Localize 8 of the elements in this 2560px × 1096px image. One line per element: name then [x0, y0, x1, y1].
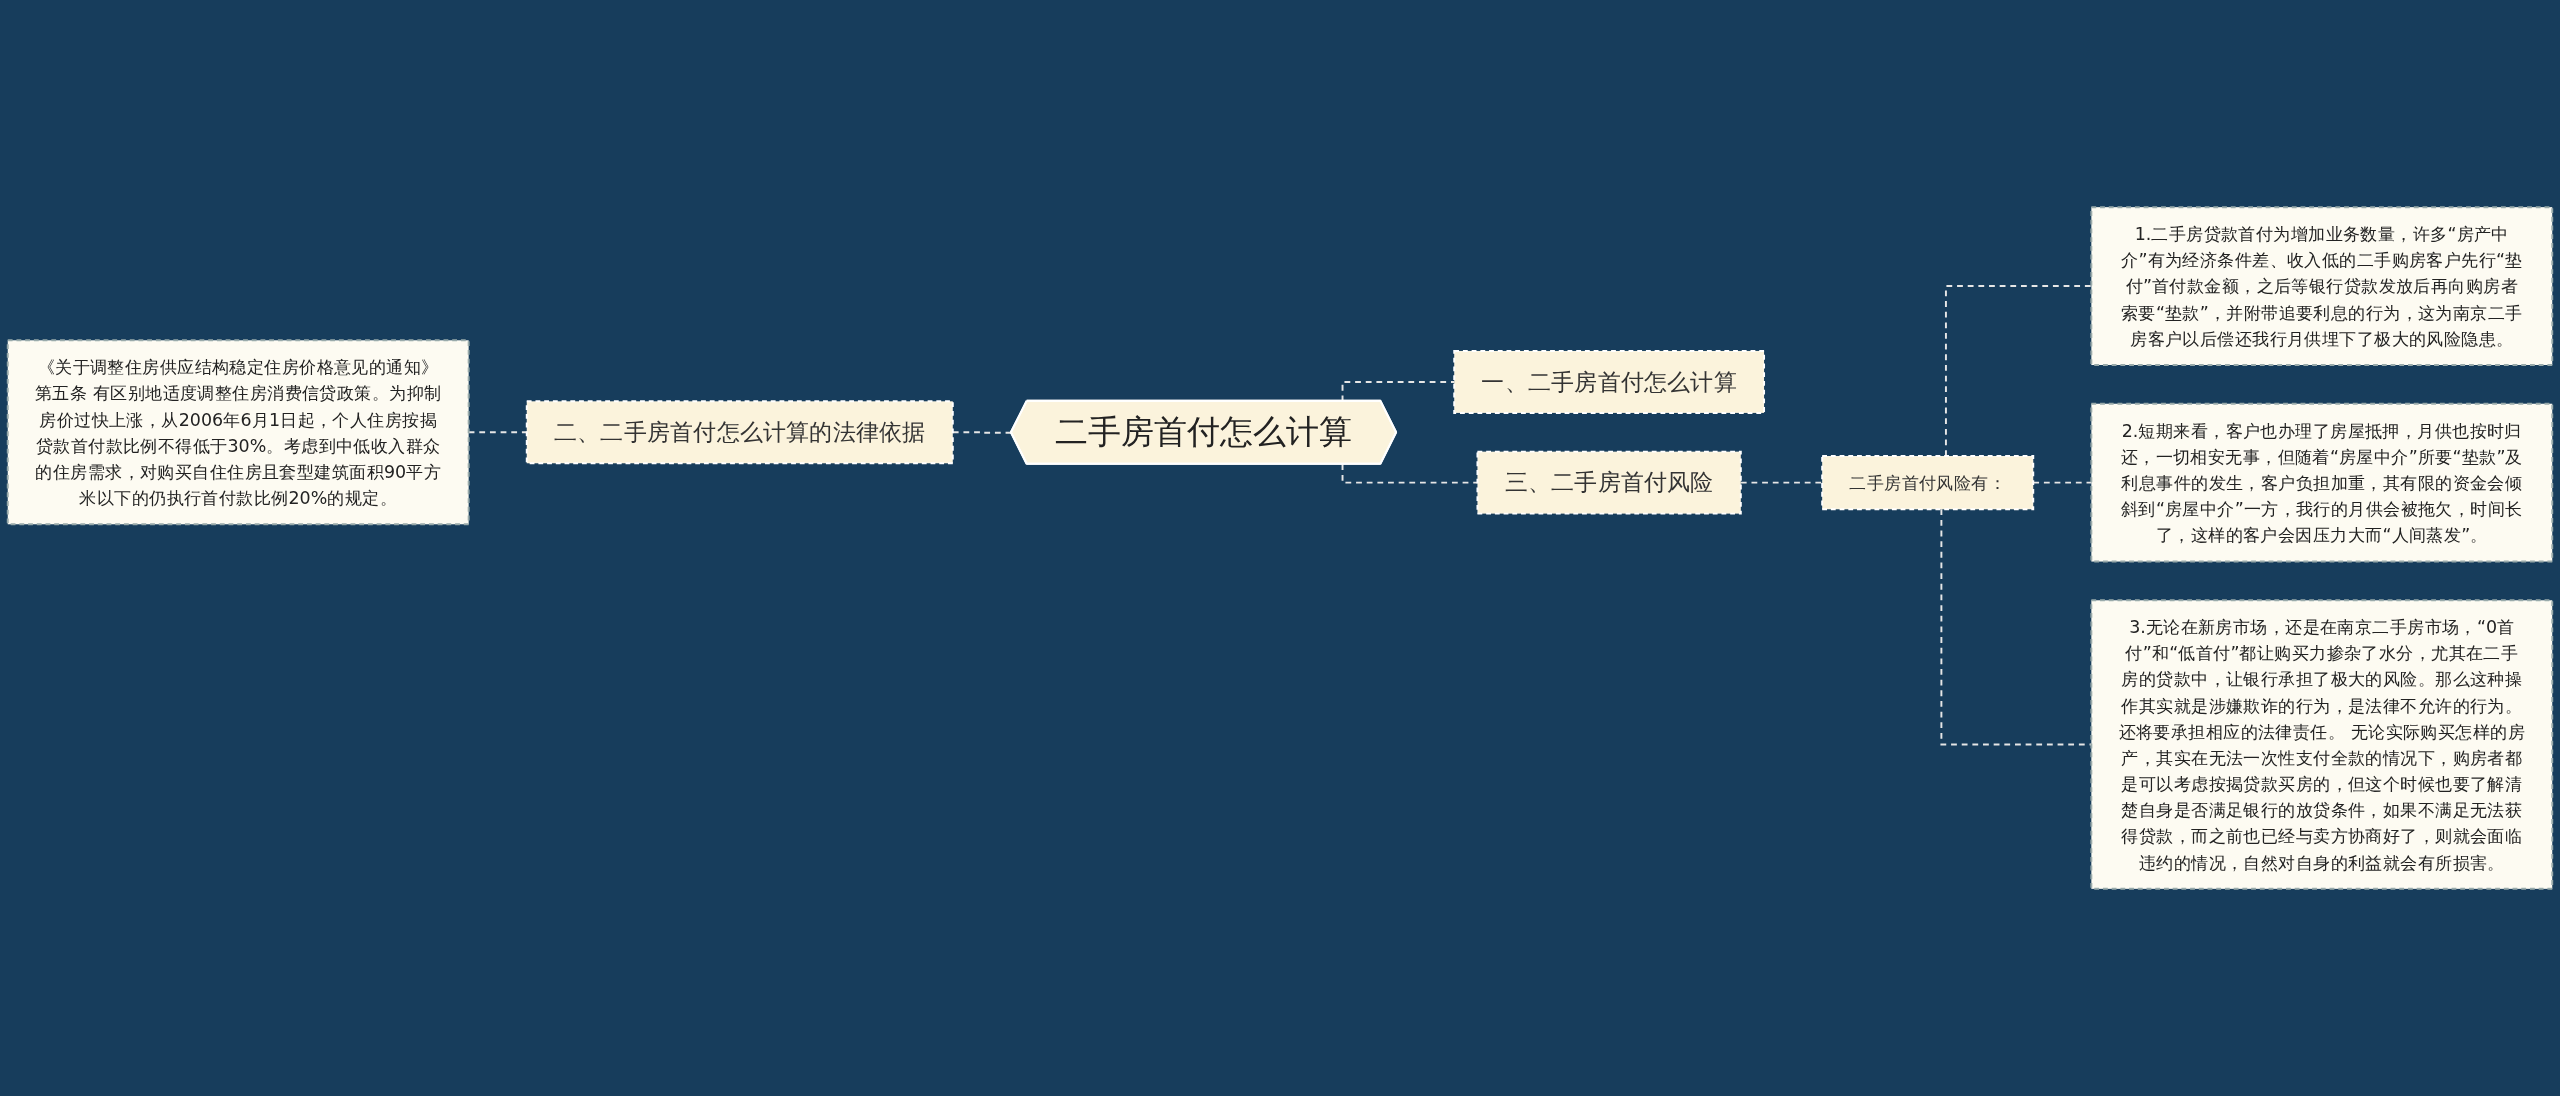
node-box: 二手房首付风险有：	[1821, 455, 2035, 511]
node-box: 3.无论在新房市场，还是在南京二手房市场，“0首付”和“低首付”都让购买力掺杂了水分，尤其在二手房的贷款中，让银行承担了极大的风险。那么这种操作其实就是涉嫌欺诈的行为，是法律不允许的行为。还将要承担相应的法律责任。 无论实际购买怎样的房产，其实在无法一次性支付全款的情况下，购房者都是可以考虑按揭贷款买房的，但这个时候也要了解清楚自身是否满足银行的放贷条件，如果不满足无法获得贷款，而之前也已经与卖方协商好了，则就会面临违约的情况，自然对自身的利益就会有所损害。	[2090, 599, 2554, 890]
node-box: 三、二手房首付风险	[1476, 450, 1742, 515]
node-box: 一、二手房首付怎么计算	[1453, 349, 1766, 414]
node-box: 2.短期来看，客户也办理了房屋抵押，月供也按时归还，一切相安无事，但随着“房屋中介”所要“垫款”及利息事件的发生，客户负担加重，其有限的资金会倾斜到“房屋中介”一方，我行的月供会被拖欠，时间长了，这样的客户会因压力大而“人间蒸发”。	[2090, 402, 2554, 563]
node-box: 二、二手房首付怎么计算的法律依据	[525, 400, 954, 465]
node-box: 1.二手房贷款首付为增加业务数量，许多“房产中介”有为经济条件差、收入低的二手购房客户先行“垫付”首付款金额，之后等银行贷款发放后再向购房者索要“垫款”，并附带追要利息的行为，这为南京二手房客户以后偿还我行月供埋下了极大的风险隐患。	[2090, 206, 2554, 366]
node-box: 《关于调整住房供应结构稳定住房价格意见的通知》第五条 有区别地适度调整住房消费信贷政策。为抑制房价过快上涨，从2006年6月1日起，个人住房按揭贷款首付款比例不得低于30%。考虑到中低收入群众的住房需求，对购买自住住房且套型建筑面积90平方米以下的仍执行首付款比例20%的规定。	[6, 339, 470, 526]
